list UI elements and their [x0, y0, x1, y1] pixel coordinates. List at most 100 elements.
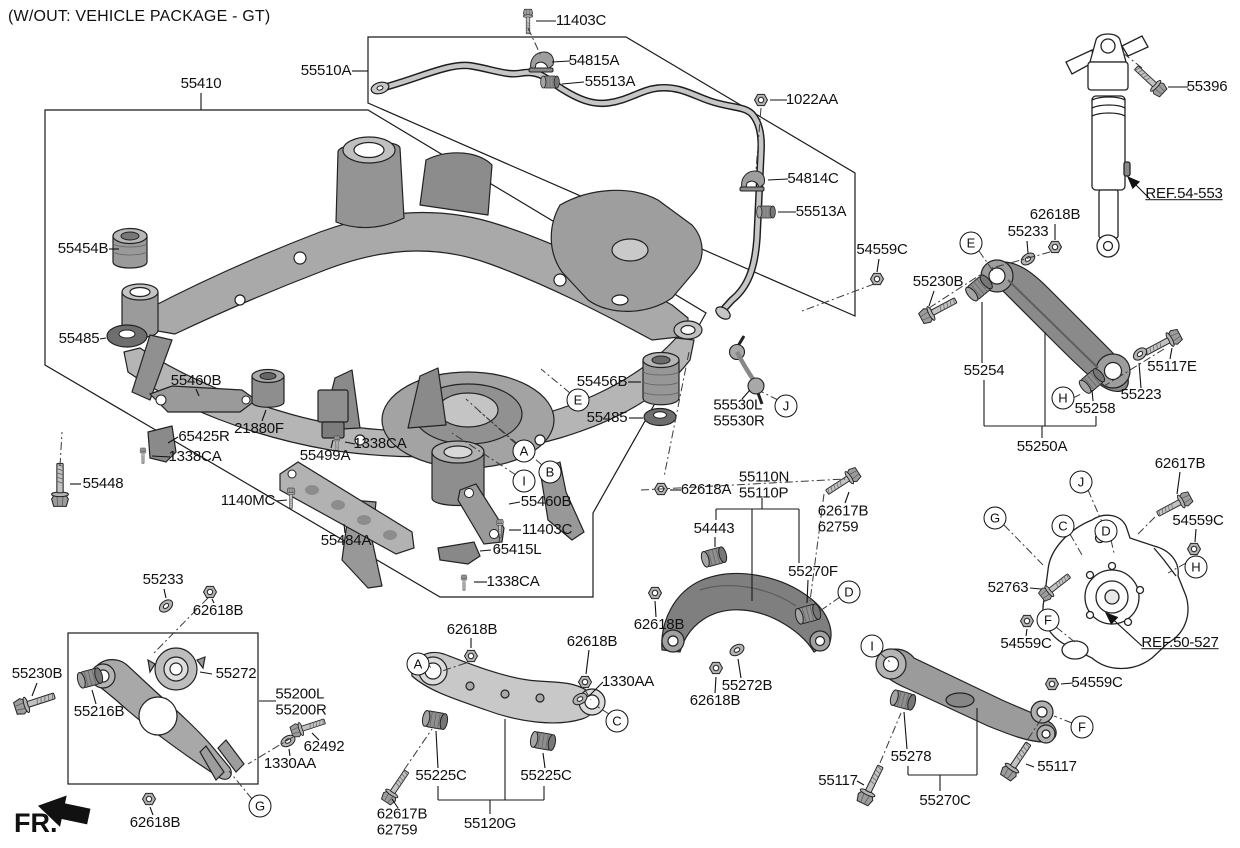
leader-line: [1169, 347, 1173, 360]
leader-line: [1138, 362, 1142, 389]
damper-55499A-drawing: [317, 389, 349, 439]
leader-line: [311, 732, 320, 741]
bolt-icon: [139, 447, 147, 464]
bolt-icon: [379, 766, 414, 807]
leader-line: [551, 60, 571, 63]
stabilizer-assembly-box: [367, 36, 856, 317]
bushing-icon: [528, 730, 558, 752]
bolt-icon: [51, 462, 69, 507]
brace-arm-55120G-drawing: [411, 651, 606, 724]
crossmember-subframe-drawing: [121, 136, 703, 589]
leader-line: [755, 107, 762, 171]
link-55460B-upper-drawing: [148, 385, 258, 413]
bolt-icon: [998, 738, 1036, 783]
leader-line: [654, 600, 657, 618]
leader-line: [59, 431, 63, 467]
lower-arm-55200-drawing: [90, 647, 245, 781]
knuckle-drawing: [1042, 514, 1189, 670]
leader-line: [856, 780, 865, 786]
washer-icon: [156, 596, 176, 616]
bushing-55454B-drawing: [112, 227, 148, 269]
leader-line: [714, 676, 717, 694]
lower-arm-assembly-box: [67, 632, 259, 785]
leader-line: [1072, 392, 1084, 399]
bolt-icon: [1141, 327, 1184, 360]
leader-line: [737, 658, 742, 679]
leader-line: [195, 388, 200, 397]
leader-line: [540, 368, 571, 394]
leader-line: [441, 662, 467, 672]
clamp-icon: [528, 51, 555, 73]
leader-line: [497, 533, 501, 553]
leader-line: [806, 579, 809, 604]
nut-icon: [1045, 677, 1059, 691]
leader-line: [1025, 628, 1028, 637]
leader-line: [585, 649, 590, 675]
leader-line: [1087, 489, 1103, 523]
leader-line: [91, 689, 97, 705]
leader-line: [1069, 533, 1083, 556]
nut-icon: [578, 675, 592, 689]
nut-icon: [1020, 614, 1034, 628]
upper-arm-55110-drawing: [661, 573, 832, 653]
leader-line: [801, 283, 875, 312]
leader-line: [228, 770, 253, 800]
bolt-icon: [289, 714, 328, 739]
upper-arm-55250A-drawing: [980, 259, 1131, 392]
leader-line: [928, 290, 935, 307]
leader-line: [741, 389, 751, 400]
fr-direction-arrow-icon: [37, 795, 91, 827]
leader-line: [1027, 717, 1043, 740]
leader-line: [344, 441, 356, 445]
leader-line: [275, 499, 288, 502]
leader-line: [809, 493, 825, 602]
dimension-brackets: [437, 332, 1097, 814]
leader-line: [343, 523, 346, 534]
nut-icon: [754, 93, 768, 107]
small-parts: [106, 227, 680, 565]
nut-icon: [648, 586, 662, 600]
leader-line: [288, 748, 291, 757]
leader-line: [211, 598, 215, 604]
bushing-55456B-drawing: [642, 351, 680, 406]
nut-icon: [709, 661, 723, 675]
assist-arm-55270C-drawing: [875, 648, 1057, 744]
leader-line: [1167, 562, 1187, 574]
leader-line: [149, 806, 154, 816]
leader-line: [1025, 763, 1035, 768]
leader-line: [151, 597, 209, 656]
bushing-icon: [540, 75, 560, 89]
washer-55485-center-drawing: [643, 407, 677, 427]
leader-line: [1053, 715, 1073, 724]
bolt-icon: [1153, 489, 1195, 521]
leader-line: [819, 596, 841, 612]
leader-line: [508, 501, 521, 505]
bushing-icon: [420, 709, 450, 731]
bracket-65425R-drawing: [147, 425, 177, 463]
leader-line: [640, 478, 846, 491]
bolt-icon: [1130, 62, 1169, 99]
leader-line: [479, 549, 492, 552]
washer-icon: [1018, 250, 1038, 268]
leader-line: [391, 798, 399, 809]
nut-icon: [464, 649, 478, 663]
link-55460B-lower-drawing: [457, 483, 505, 545]
washer-icon: [727, 641, 747, 659]
leader-line: [99, 337, 107, 340]
subframe-assembly-box: [44, 109, 707, 598]
leader-line: [330, 439, 334, 449]
leader-line: [1060, 682, 1074, 685]
leader-line: [163, 588, 167, 599]
leader-line: [1127, 176, 1151, 200]
bushing-icon: [699, 545, 729, 569]
clamp-icon: [739, 170, 766, 192]
stabilizer-link-drawing: [728, 335, 765, 405]
leader-line: [478, 410, 543, 466]
leader-line: [584, 689, 592, 701]
leader-line: [1100, 348, 1165, 389]
nut-icon: [203, 585, 217, 599]
leader-line: [1029, 587, 1042, 590]
bolt-icon: [460, 574, 468, 591]
